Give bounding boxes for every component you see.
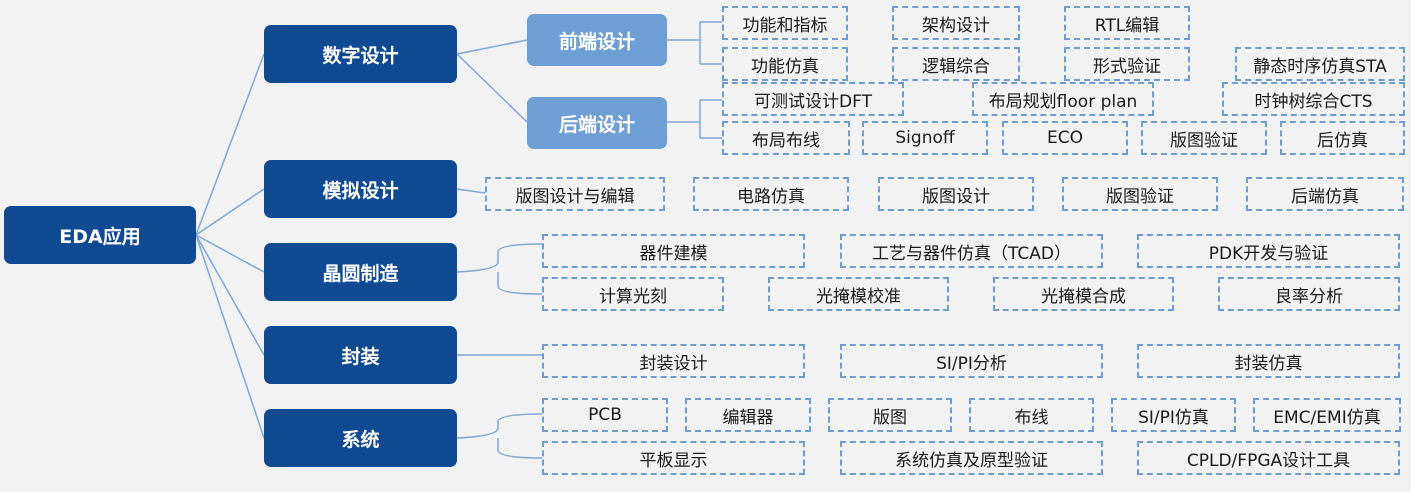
category-digital: 数字设计 [264, 25, 457, 83]
leaf-system-flat-display: 平板显示 [542, 441, 805, 475]
category-package: 封装 [264, 326, 457, 384]
leaf-analog-layout-edit: 版图设计与编辑 [485, 177, 665, 211]
leaf-frontend-rtl: RTL编辑 [1064, 6, 1190, 40]
leaf-backend-cts: 时钟树综合CTS [1222, 82, 1405, 116]
leaf-frontend-sta: 静态时序仿真STA [1235, 47, 1405, 81]
connector-root-package [195, 234, 265, 356]
connector-digital-backend [456, 53, 528, 123]
subcategory-backend: 后端设计 [527, 97, 667, 149]
connector-frontend-leaves [667, 21, 722, 65]
leaf-system-prototype: 系统仿真及原型验证 [840, 441, 1103, 475]
leaf-backend-floorplan: 布局规划floor plan [972, 82, 1154, 116]
category-system: 系统 [264, 409, 457, 467]
leaf-wafer-yield: 良率分析 [1218, 277, 1400, 311]
leaf-backend-signoff: Signoff [862, 121, 988, 155]
leaf-package-sipi: SI/PI分析 [840, 344, 1103, 378]
category-analog: 模拟设计 [264, 160, 457, 218]
leaf-wafer-mask-calib: 光掩模校准 [768, 277, 949, 311]
leaf-analog-layout-design: 版图设计 [878, 177, 1034, 211]
connector-digital-frontend [456, 39, 528, 55]
leaf-wafer-tcad: 工艺与器件仿真（TCAD） [840, 234, 1103, 268]
leaf-backend-post-sim: 后仿真 [1280, 121, 1405, 155]
leaf-package-sim: 封装仿真 [1137, 344, 1400, 378]
leaf-analog-layout-verify: 版图验证 [1062, 177, 1218, 211]
connector-root-system [195, 234, 265, 439]
connector-root-analog [195, 188, 265, 236]
leaf-frontend-synthesis: 逻辑综合 [892, 47, 1020, 81]
leaf-system-pcb: PCB [542, 398, 668, 432]
subcategory-frontend: 前端设计 [527, 14, 667, 66]
leaf-backend-layout-verify: 版图验证 [1141, 121, 1267, 155]
leaf-system-sipi-sim: SI/PI仿真 [1111, 398, 1236, 432]
leaf-wafer-device-model: 器件建模 [542, 234, 805, 268]
leaf-wafer-mask-synth: 光掩模合成 [993, 277, 1174, 311]
connector-system-leaves [456, 413, 543, 459]
leaf-package-design: 封装设计 [542, 344, 805, 378]
root-node: EDA应用 [4, 206, 196, 264]
leaf-system-layout: 版图 [828, 398, 952, 432]
connector-root-wafer [195, 234, 265, 273]
leaf-wafer-comp-litho: 计算光刻 [542, 277, 724, 311]
leaf-system-fpga: CPLD/FPGA设计工具 [1137, 441, 1400, 475]
leaf-wafer-pdk: PDK开发与验证 [1137, 234, 1400, 268]
leaf-system-editor: 编辑器 [685, 398, 811, 432]
leaf-analog-backend-sim: 后端仿真 [1246, 177, 1404, 211]
leaf-backend-dft: 可测试设计DFT [722, 82, 904, 116]
connector-analog-leaves [456, 188, 486, 194]
leaf-backend-pnr: 布局布线 [722, 121, 850, 155]
leaf-frontend-architecture: 架构设计 [892, 6, 1020, 40]
leaf-backend-eco: ECO [1002, 121, 1128, 155]
connector-root-digital [195, 53, 265, 236]
leaf-system-routing: 布线 [969, 398, 1094, 432]
leaf-frontend-function-spec: 功能和指标 [722, 6, 848, 40]
leaf-system-emc: EMC/EMI仿真 [1253, 398, 1401, 432]
leaf-analog-circuit-sim: 电路仿真 [693, 177, 849, 211]
category-wafer: 晶圆制造 [264, 243, 457, 301]
leaf-frontend-formal: 形式验证 [1064, 47, 1190, 81]
connector-backend-leaves [667, 99, 722, 139]
connector-wafer-leaves [456, 243, 543, 295]
leaf-frontend-func-sim: 功能仿真 [722, 47, 848, 81]
